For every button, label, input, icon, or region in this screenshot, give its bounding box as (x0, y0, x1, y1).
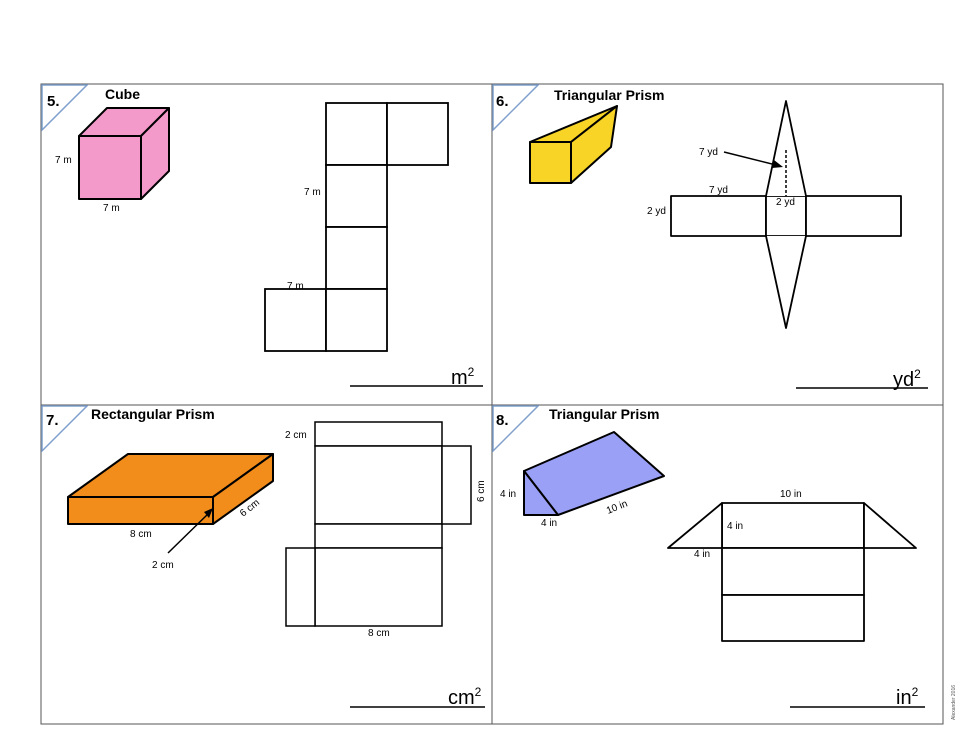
problem-title: Triangular Prism (549, 406, 659, 422)
problem-6: 6. Triangular Prism 7 yd 7 yd 2 yd 2 yd … (496, 87, 928, 391)
net-edge-label: 7 m (304, 187, 321, 198)
problem-title: Rectangular Prism (91, 406, 215, 422)
triangular-prism-figure (523, 431, 665, 516)
hypotenuse-label: 10 in (605, 498, 629, 516)
triangular-prism-net (670, 100, 902, 329)
net-bottom-label: 8 cm (368, 628, 390, 639)
corner-tabs (41, 84, 540, 453)
problem-number: 7. (46, 412, 59, 429)
net-side-label: 6 cm (476, 480, 487, 502)
height-label: 2 yd (776, 197, 795, 208)
answer-unit: in2 (896, 685, 919, 709)
label-arrow (167, 511, 211, 554)
arrow-head (204, 508, 213, 518)
rectangular-prism-figure (67, 453, 274, 525)
net-triangle-base-label: 4 in (694, 549, 710, 560)
problem-number: 5. (47, 93, 60, 110)
problem-7: 7. Rectangular Prism 8 cm 6 cm 2 cm 2 cm… (46, 406, 487, 709)
problem-title: Triangular Prism (554, 87, 664, 103)
answer-unit: cm2 (448, 685, 482, 709)
triangular-prism-net (667, 502, 917, 642)
height-label: 2 cm (152, 560, 174, 571)
cube-figure (78, 107, 170, 200)
answer-unit: yd2 (893, 367, 921, 391)
cube-side-width-label: 7 m (103, 203, 120, 214)
net-edge-label: 7 m (287, 281, 304, 292)
problem-5: 5. Cube 7 m 7 m 7 m 7 m m2 (47, 86, 483, 389)
problem-number: 8. (496, 412, 509, 429)
label-arrow (723, 151, 781, 167)
rect-height-label: 2 yd (647, 206, 666, 217)
rectangular-prism-net (285, 421, 472, 627)
worksheet-grid (40, 83, 944, 725)
net-top-label: 2 cm (285, 430, 307, 441)
slant-label: 7 yd (699, 147, 718, 158)
problem-8: 8. Triangular Prism 4 in 4 in 10 in 10 i… (496, 406, 925, 709)
problem-number: 6. (496, 93, 509, 110)
leg-b-label: 4 in (541, 518, 557, 529)
arrow-head (772, 160, 783, 168)
net-top-label: 10 in (780, 489, 802, 500)
answer-unit: m2 (451, 365, 475, 389)
triangular-prism-figure (529, 105, 618, 184)
net-triangle-height-label: 4 in (727, 521, 743, 532)
cube-side-height-label: 7 m (55, 155, 72, 166)
credit-text: Alexander 2016 (951, 685, 957, 720)
problem-title: Cube (105, 86, 140, 102)
base-label: 7 yd (709, 185, 728, 196)
length-label: 8 cm (130, 529, 152, 540)
leg-a-label: 4 in (500, 489, 516, 500)
cube-net (264, 102, 449, 352)
